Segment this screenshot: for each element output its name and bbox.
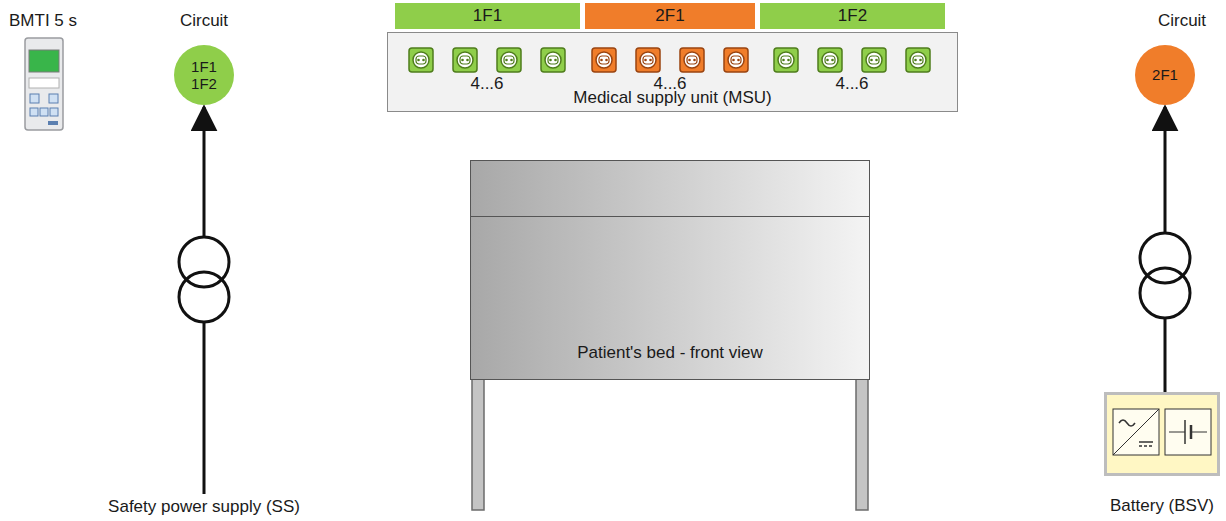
inverter-battery-symbol (1107, 395, 1217, 473)
circuit-bar: 1F2 (760, 3, 945, 29)
caption-label: Safety power supply (SS) (108, 497, 300, 517)
socket-symbol (906, 48, 930, 72)
circuit-circle: 2F1 (1135, 45, 1195, 105)
battery-unit: Battery (BSV) (1102, 392, 1222, 516)
bed-leg (856, 378, 868, 510)
transformer-symbol (1140, 233, 1190, 318)
battery-box (1104, 392, 1220, 476)
circuit-bar: 2F1 (585, 3, 755, 29)
socket-symbol (409, 48, 433, 72)
node-label: 1F1 (473, 6, 502, 26)
socket-count: 4...6 (470, 74, 503, 94)
socket-symbol (774, 48, 798, 72)
caption-label: Circuit (1158, 11, 1206, 31)
bed-leg (472, 378, 484, 510)
socket-symbol (453, 48, 477, 72)
node-heading: Battery (BSV) (1110, 496, 1214, 516)
circuit-circle: 1F1 1F2 (174, 45, 234, 105)
supply-unit-box: Medical supply unit (MSU) (387, 32, 958, 112)
bed-headboard-line (471, 216, 869, 217)
bmti-device-icon (25, 38, 63, 130)
socket-symbol (636, 48, 660, 72)
caption-label: BMTI 5 s (9, 11, 77, 31)
node-label: 1F1 1F2 (186, 58, 222, 93)
node-label: 1F2 (838, 6, 867, 26)
caption-label: Circuit (180, 11, 228, 31)
socket-symbol (724, 48, 748, 72)
socket-symbol (862, 48, 886, 72)
socket-count: 4...6 (653, 74, 686, 94)
node-label: 2F1 (1152, 66, 1178, 83)
socket-symbol (680, 48, 704, 72)
socket-symbol (541, 48, 565, 72)
transformer-symbol (179, 237, 229, 322)
socket-symbol (818, 48, 842, 72)
circuit-bar: 1F1 (395, 3, 580, 29)
socket-symbol (497, 48, 521, 72)
node-label: 2F1 (655, 6, 684, 26)
socket-count: 4...6 (835, 74, 868, 94)
socket-symbol (592, 48, 616, 72)
patient-bed: Patient's bed - front view (470, 160, 870, 380)
node-label: Patient's bed - front view (577, 343, 763, 363)
